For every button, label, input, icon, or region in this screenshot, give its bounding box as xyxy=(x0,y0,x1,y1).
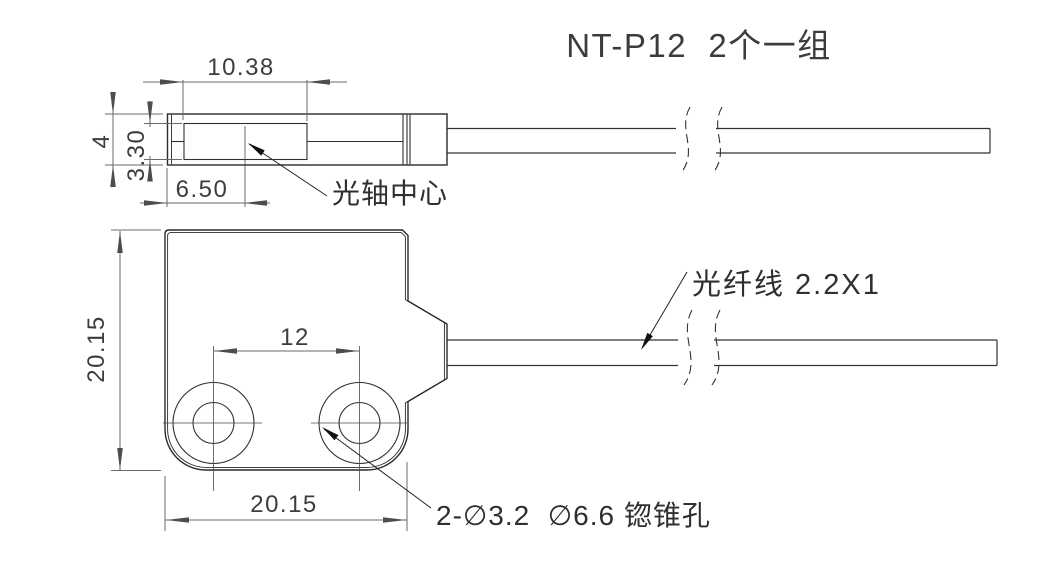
body-outline-inner xyxy=(167,232,445,468)
cable-break-mark xyxy=(680,106,691,174)
optical-axis-label: 光轴中心 xyxy=(332,178,448,209)
dim-value: 10.38 xyxy=(207,54,275,81)
top-view: 10.38 4 3.30 6.50 xyxy=(88,54,991,209)
dimension-body-height: 4 xyxy=(88,92,163,187)
cable-callout: 光纤线 2.2X1 xyxy=(641,268,881,350)
front-view-body xyxy=(164,229,448,471)
dim-value: 12 xyxy=(280,324,310,351)
cable-break-mark xyxy=(683,309,693,386)
leader-arrow xyxy=(248,143,265,156)
dimension-window-height: 3.30 xyxy=(123,101,182,182)
dimension-overall-width: 20.15 xyxy=(164,462,408,531)
body-outline xyxy=(164,229,448,471)
mounting-holes xyxy=(163,346,407,491)
dimension-window-width: 10.38 xyxy=(143,54,347,121)
leader-arrow xyxy=(641,332,653,350)
dim-value: 20.15 xyxy=(83,315,110,383)
dim-value: 3.30 xyxy=(123,129,150,182)
optical-axis-callout: 光轴中心 xyxy=(248,143,448,209)
dimension-axis-offset: 6.50 xyxy=(140,168,270,207)
top-view-cable xyxy=(447,106,991,174)
front-view: 12 20.15 20.15 2-∅3.2 ∅6.6 锪锥孔 xyxy=(83,229,998,531)
holes-label: 2-∅3.2 ∅6.6 锪锥孔 xyxy=(436,500,711,531)
dim-value: 4 xyxy=(88,134,115,149)
dimension-hole-pitch: 12 xyxy=(213,324,360,354)
holes-callout: 2-∅3.2 ∅6.6 锪锥孔 xyxy=(322,427,711,531)
top-view-body xyxy=(166,113,448,166)
dim-value: 6.50 xyxy=(176,176,229,203)
cable-label: 光纤线 2.2X1 xyxy=(692,268,881,301)
leader-arrow xyxy=(322,427,339,441)
front-view-cable xyxy=(447,309,998,386)
cable-break-mark xyxy=(712,106,723,174)
sensing-window xyxy=(183,122,308,161)
drawing-title: NT-P12 2个一组 xyxy=(566,27,832,64)
cable-break-mark xyxy=(711,309,721,386)
dimension-overall-height: 20.15 xyxy=(83,229,161,471)
dim-value: 20.15 xyxy=(250,491,318,518)
